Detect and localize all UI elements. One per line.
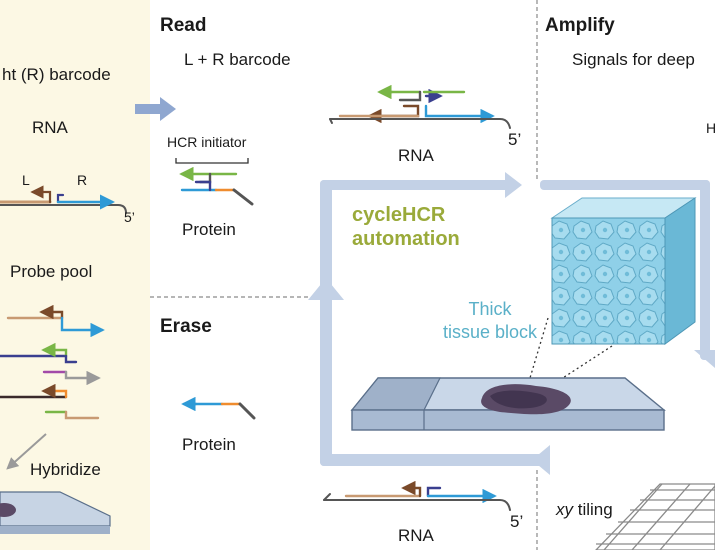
xy-italic: xy [556,500,573,519]
amplify-cut-letter: H [706,120,715,136]
automation-line2: automation [352,228,460,250]
tissue-cube [550,197,697,345]
panel-dividers [150,0,538,550]
left-slide-fragment [0,491,111,534]
tissue-slide [350,377,666,431]
xy-tiling-label: xy tiling [556,500,613,520]
left-five-prime: 5’ [124,209,135,225]
left-panel-background [0,0,150,550]
barcode-title: ht (R) barcode [2,65,111,84]
left-rna-label: RNA [32,118,68,137]
left-barcode-strands [0,185,127,214]
read-protein-label: Protein [182,220,236,239]
read-title: Read [160,15,207,36]
read-rna-strands [329,84,511,129]
tissue-line2: tissue block [442,322,538,342]
zoom-lines [523,317,613,399]
read-five-prime: 5’ [508,130,522,149]
bottom-five-prime: 5’ [510,512,524,531]
read-protein-strands [179,166,254,206]
transition-arrow [135,97,176,121]
label-l: L [22,172,30,188]
erase-protein-strands [181,396,256,420]
automation-line1: cycleHCR [352,204,446,226]
xy-tiling-grid [595,483,715,550]
erase-title: Erase [160,316,212,337]
hcr-initiator-label: HCR initiator [167,134,247,150]
read-rna-label: RNA [398,146,434,165]
label-r: R [77,172,88,188]
probe-pool-label: Probe pool [10,262,93,281]
hybridize-arrow [6,433,47,470]
amplify-title: Amplify [545,15,615,36]
erase-protein-label: Protein [182,435,236,454]
read-subtitle: L + R barcode [184,50,291,69]
hcr-initiator-bracket [175,158,249,164]
bottom-rna-label: RNA [398,526,434,545]
probe-pool-strands [0,304,105,420]
amplify-subtitle: Signals for deep [572,50,695,69]
hybridize-label: Hybridize [30,460,101,479]
cycle-loop-arrows [308,172,715,475]
tiling-word: tiling [573,500,613,519]
bottom-rna-strands [323,480,511,511]
tissue-line1: Thick [468,299,512,319]
